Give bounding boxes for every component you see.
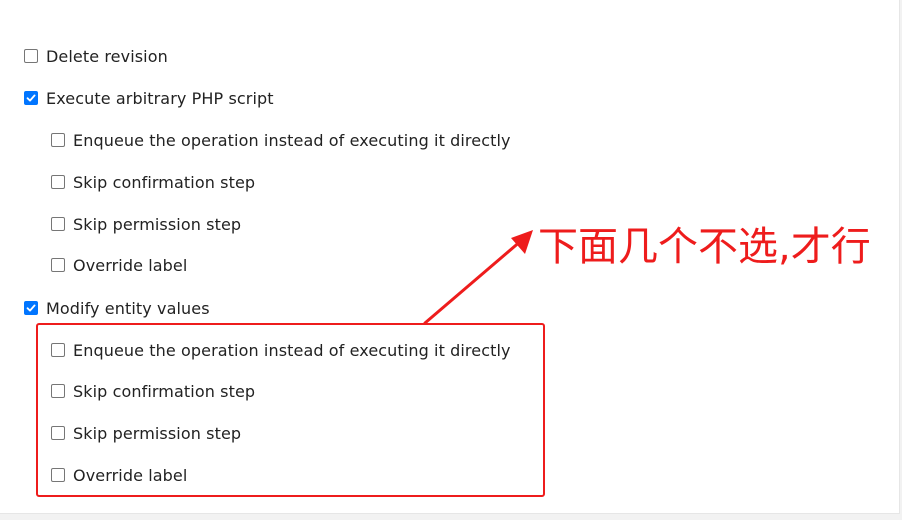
checkbox-php-enqueue[interactable] — [51, 133, 65, 147]
permission-row-php-override-label[interactable]: Override label — [51, 253, 187, 277]
permission-row-entity-enqueue[interactable]: Enqueue the operation instead of executi… — [51, 338, 511, 362]
permission-row-execute-php[interactable]: Execute arbitrary PHP script — [24, 86, 274, 110]
checkbox-php-override-label[interactable] — [51, 258, 65, 272]
permission-row-php-skip-confirmation[interactable]: Skip confirmation step — [51, 170, 255, 194]
checkbox-label: Skip permission step — [73, 423, 242, 443]
permission-row-entity-skip-permission[interactable]: Skip permission step — [51, 421, 241, 445]
checkbox-label: Skip permission step — [73, 214, 242, 234]
permission-row-delete-revision[interactable]: Delete revision — [24, 44, 168, 68]
checkbox-entity-override-label[interactable] — [51, 468, 65, 482]
annotation-highlight-box — [36, 323, 545, 497]
checkbox-delete-revision[interactable] — [24, 49, 38, 63]
checkmark-icon — [26, 304, 36, 312]
checkbox-execute-php[interactable] — [24, 91, 38, 105]
checkbox-php-skip-confirmation[interactable] — [51, 175, 65, 189]
checkbox-label: Execute arbitrary PHP script — [46, 88, 274, 108]
checkbox-label: Override label — [73, 255, 188, 275]
checkbox-label: Skip confirmation step — [73, 381, 256, 401]
checkbox-label: Skip confirmation step — [73, 172, 256, 192]
checkbox-label: Enqueue the operation instead of executi… — [73, 130, 511, 150]
checkbox-label: Override label — [73, 465, 188, 485]
checkbox-entity-enqueue[interactable] — [51, 343, 65, 357]
checkbox-label: Modify entity values — [46, 298, 210, 318]
checkbox-entity-skip-confirmation[interactable] — [51, 384, 65, 398]
checkbox-entity-skip-permission[interactable] — [51, 426, 65, 440]
permission-row-entity-skip-confirmation[interactable]: Skip confirmation step — [51, 379, 255, 403]
checkbox-php-skip-permission[interactable] — [51, 217, 65, 231]
permission-row-php-enqueue[interactable]: Enqueue the operation instead of executi… — [51, 128, 511, 152]
checkbox-modify-entity[interactable] — [24, 301, 38, 315]
annotation-text: 下面几个不选,才行 — [538, 224, 871, 270]
permission-row-php-skip-permission[interactable]: Skip permission step — [51, 212, 241, 236]
checkbox-label: Delete revision — [46, 46, 168, 66]
permission-row-modify-entity[interactable]: Modify entity values — [24, 296, 210, 320]
checkmark-icon — [26, 94, 36, 102]
checkbox-label: Enqueue the operation instead of executi… — [73, 340, 511, 360]
permission-row-entity-override-label[interactable]: Override label — [51, 463, 187, 487]
